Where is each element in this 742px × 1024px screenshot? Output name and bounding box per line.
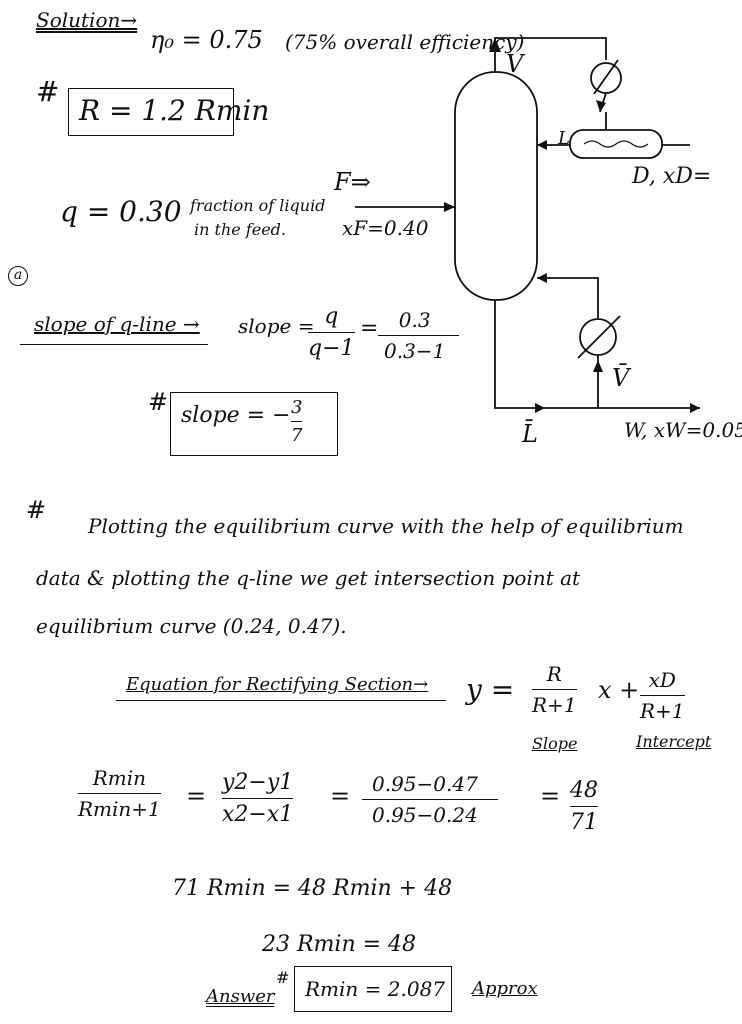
reboiler-return-line	[537, 277, 599, 318]
q-note-line2: in the feed.	[194, 220, 286, 239]
equals-sign: =	[360, 316, 379, 341]
intercept-note: Intercept	[636, 732, 712, 751]
approx-note: Approx	[472, 978, 538, 999]
rmin-lhs-num: Rmin	[92, 766, 147, 790]
slope-fraction-num: R	[546, 662, 562, 686]
reflux-ratio-box: R = 1.2 Rmin	[68, 88, 269, 136]
numeric-fraction: 0.3 0.3−1	[378, 308, 460, 363]
result-hash: #	[148, 388, 169, 416]
paragraph-line2: data & plotting the q-line we get inters…	[36, 566, 581, 590]
answer-box: Rmin = 2.087	[294, 966, 452, 1012]
bottoms-line	[494, 300, 700, 409]
equals-1: =	[186, 782, 207, 810]
slope-fraction: R R+1	[532, 662, 577, 717]
rmin-lhs-den: Rmin+1	[78, 797, 161, 821]
liquid-bottom-label: L̄	[522, 420, 538, 448]
slope-heading: slope of q-line →	[34, 312, 200, 336]
rmin-line3: 23 Rmin = 48	[262, 932, 417, 957]
efficiency-note: (75% overall efficiency)	[285, 30, 525, 54]
efficiency-equation: η₀ = 0.75	[150, 26, 263, 54]
rmin-values-num: 0.95−0.47	[372, 772, 478, 796]
liquid-label: L	[558, 128, 570, 149]
rmin-values-fraction: 0.95−0.47 0.95−0.24	[362, 772, 498, 827]
numeric-fraction-num: 0.3	[398, 308, 431, 332]
rmin-lhs-fraction: Rmin Rmin+1	[78, 766, 161, 821]
distillation-column	[454, 71, 538, 301]
y-equals: y =	[466, 673, 515, 706]
paragraph-line3: equilibrium curve (0.24, 0.47).	[36, 614, 347, 638]
equals-2: =	[330, 782, 351, 810]
slope-result-den: 7	[291, 425, 303, 446]
slope-word: slope =	[238, 314, 315, 338]
equals-3: =	[540, 782, 561, 810]
distillate-label: D, xD=	[632, 164, 712, 189]
part-a-marker: a	[8, 266, 28, 286]
rectifying-heading: Equation for Rectifying Section→	[126, 674, 429, 695]
q-fraction-num: q	[324, 304, 339, 329]
rmin-mid-den: x2−x1	[222, 802, 294, 827]
bottoms-label: W, xW=0.05	[624, 418, 742, 442]
vapor-label: V	[506, 50, 524, 78]
paragraph-line1: Plotting the equilibrium curve with the …	[88, 514, 684, 538]
slope-result-label: slope = −	[181, 403, 291, 428]
solution-label: Solution→	[36, 8, 138, 32]
numeric-fraction-den: 0.3−1	[384, 339, 446, 363]
rectifying-heading-underline	[116, 700, 446, 701]
slope-heading-underline	[20, 344, 208, 345]
x-plus: x +	[598, 676, 640, 704]
feed-label: F⇒	[334, 168, 371, 196]
reflux-ratio: R = 1.2 Rmin	[79, 94, 270, 127]
slope-fraction-den: R+1	[532, 693, 577, 717]
slope-result-num: 3	[291, 397, 303, 418]
rmin-mid-num: y2−y1	[222, 770, 294, 795]
rmin-values-den: 0.95−0.24	[372, 803, 478, 827]
vapor-bottom-label: V̄	[612, 364, 630, 392]
hash-mark: #	[36, 75, 60, 108]
rmin-line2: 71 Rmin = 48 Rmin + 48	[172, 876, 453, 901]
answer-value: Rmin = 2.087	[305, 977, 446, 1001]
slope-note: Slope	[532, 734, 578, 753]
q-fraction: q q−1	[308, 304, 355, 361]
reflux-drum	[569, 129, 663, 159]
q-value: q = 0.30	[60, 195, 182, 228]
intercept-fraction-den: R+1	[640, 699, 685, 723]
q-fraction-den: q−1	[308, 336, 355, 361]
slope-result-box: slope = − 3 7	[170, 392, 338, 456]
intercept-fraction: xD R+1	[640, 668, 685, 723]
intercept-fraction-num: xD	[648, 668, 676, 692]
answer-hash: #	[276, 968, 290, 987]
rmin-result-den: 71	[570, 810, 598, 835]
answer-label: Answer	[206, 986, 275, 1007]
q-note-line1: fraction of liquid	[190, 196, 326, 215]
slope-result-fraction: 3 7	[291, 397, 303, 446]
feed-composition: xF=0.40	[342, 216, 429, 240]
rmin-result-num: 48	[570, 778, 598, 803]
rmin-result-fraction: 48 71	[570, 778, 598, 835]
rmin-mid-fraction: y2−y1 x2−x1	[222, 770, 294, 827]
paragraph-hash: #	[26, 496, 47, 524]
vapor-line	[494, 37, 607, 72]
